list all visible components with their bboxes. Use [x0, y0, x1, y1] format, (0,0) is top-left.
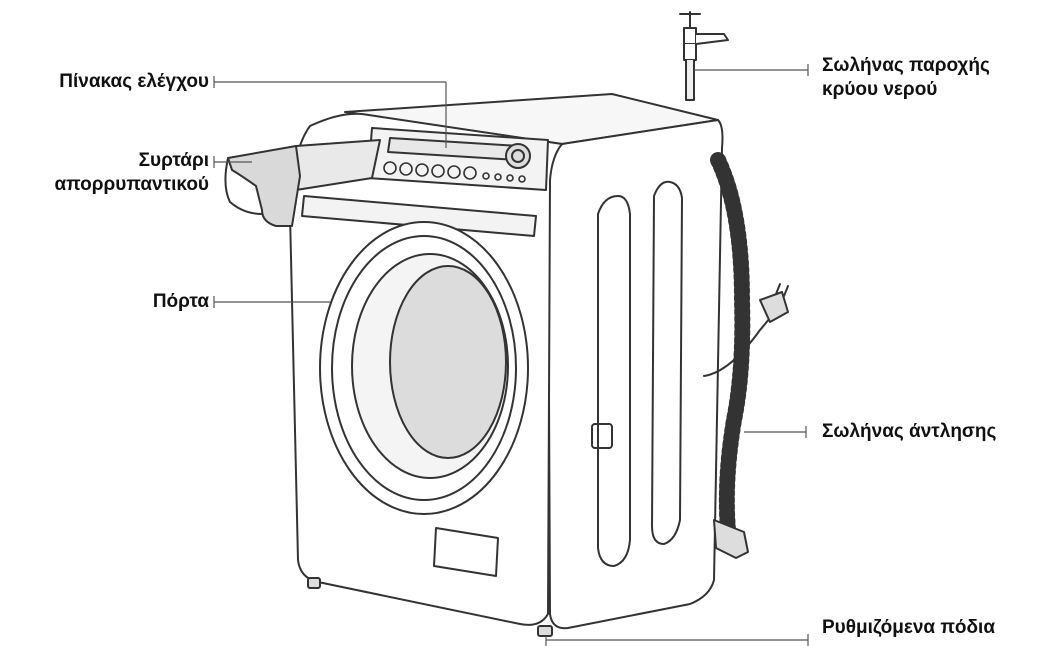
label-detergent-drawer: Συρτάρι απορρυπαντικού	[54, 149, 209, 197]
label-adjustable-feet-text: Ρυθμιζόμενα πόδια	[822, 617, 995, 638]
door	[319, 221, 529, 515]
label-detergent-drawer-line1: Συρτάρι	[138, 150, 209, 171]
label-control-panel: Πίνακας ελέγχου	[59, 70, 209, 94]
leader-drain-hose	[744, 426, 807, 438]
label-detergent-drawer-line2: απορρυπαντικού	[54, 174, 209, 195]
leader-cold-water-hose	[694, 64, 809, 76]
label-adjustable-feet: Ρυθμιζόμενα πόδια	[822, 616, 995, 640]
leader-door	[213, 296, 330, 308]
label-cold-water-hose-line1: Σωλήνας παροχής	[822, 55, 990, 76]
leader-detergent-drawer	[213, 156, 252, 168]
side-panel	[547, 119, 724, 630]
detergent-drawer	[224, 139, 381, 227]
label-cold-water-hose-line2: κρύου νερού	[822, 79, 938, 100]
service-hatch	[433, 527, 499, 577]
water-tap	[679, 11, 729, 101]
label-door: Πόρτα	[153, 290, 209, 314]
label-cold-water-hose: Σωλήνας παροχής κρύου νερού	[822, 54, 990, 102]
label-door-text: Πόρτα	[152, 291, 209, 312]
leader-control-panel	[213, 76, 447, 148]
power-cord	[703, 283, 789, 377]
adjustable-feet-shape	[307, 577, 553, 637]
leader-adjustable-feet	[545, 634, 809, 646]
label-control-panel-text: Πίνακας ελέγχου	[59, 71, 209, 92]
label-drain-hose-text: Σωλήνας άντλησης	[822, 421, 997, 442]
label-drain-hose: Σωλήνας άντλησης	[822, 420, 996, 444]
